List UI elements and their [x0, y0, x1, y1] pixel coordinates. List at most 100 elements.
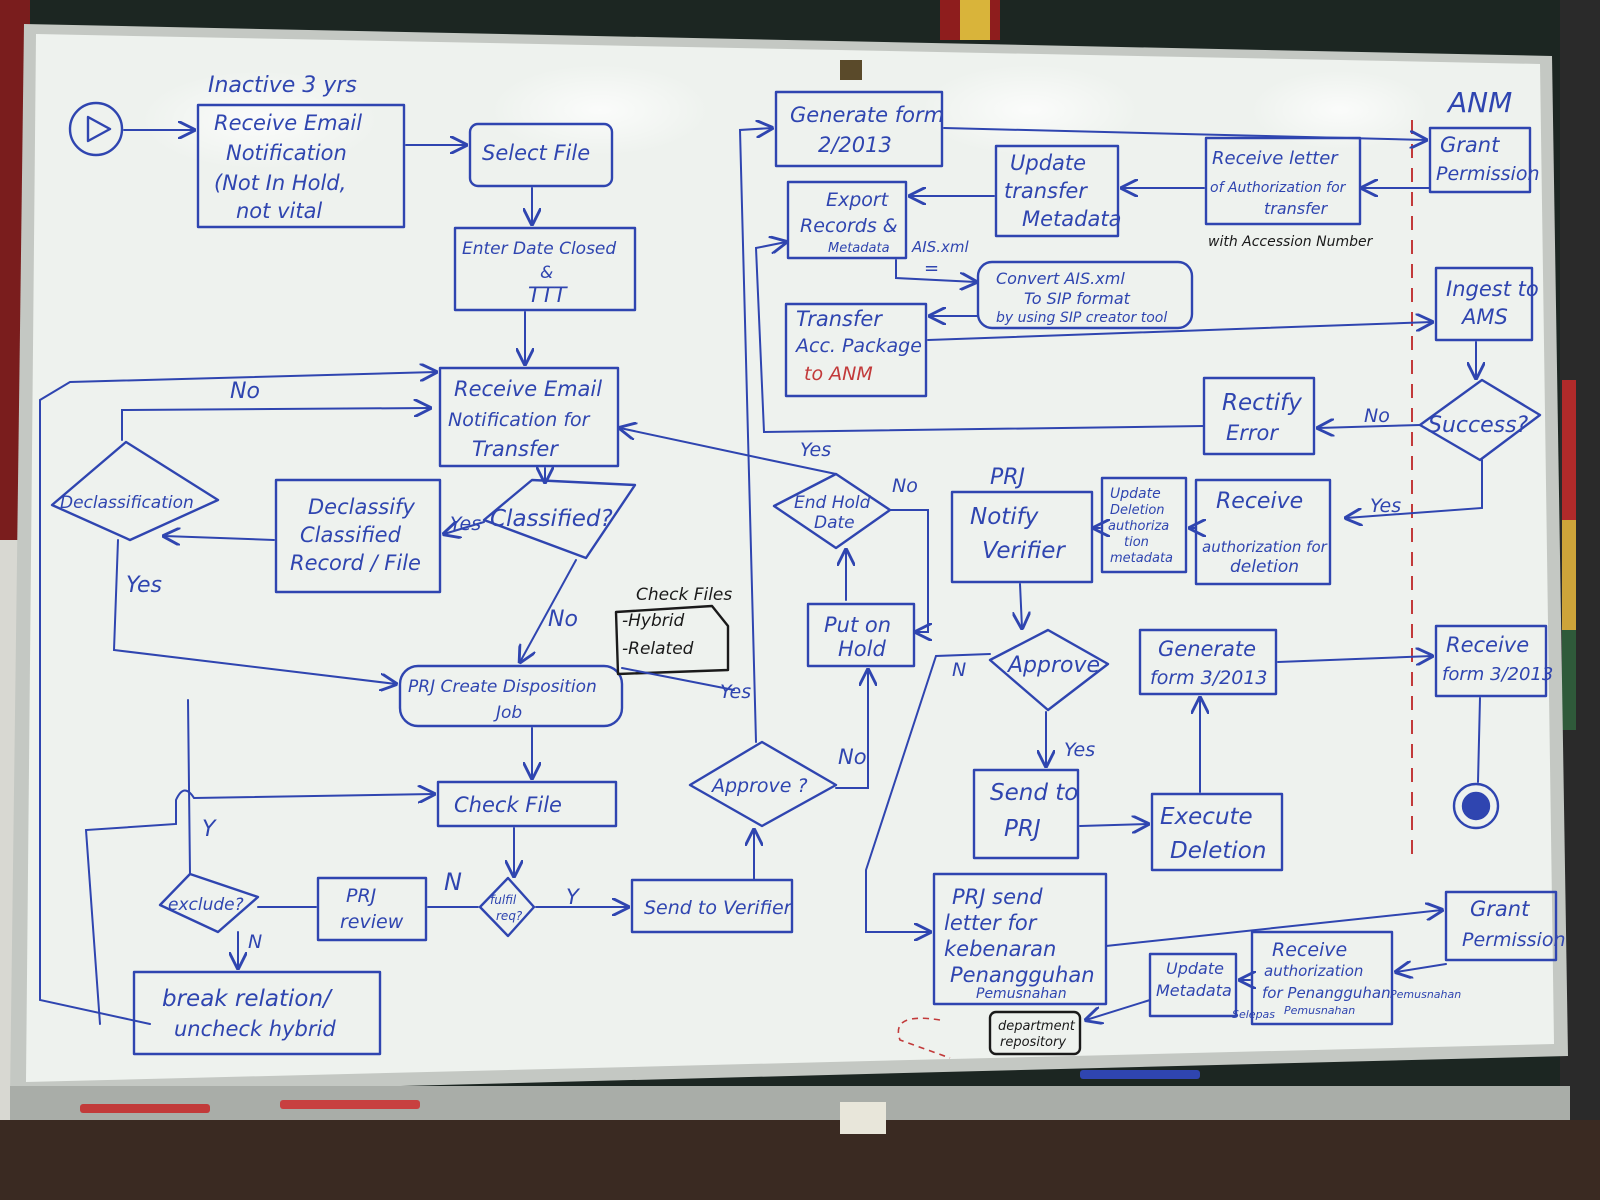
edge-transfer-ingest — [927, 322, 1432, 341]
node-update-deletion-l2: authoriza — [1108, 519, 1169, 534]
node-declassify-l2: Record / File — [290, 551, 421, 575]
glare-1 — [140, 70, 380, 170]
edge-success-yes — [1346, 459, 1483, 518]
node-prj-send-letter-l4: Pemusnahan — [976, 986, 1067, 1002]
node-update-metadata-l0: Update — [1166, 959, 1224, 978]
box-prj-send-letter — [932, 872, 1108, 1006]
glare-3 — [920, 64, 1140, 156]
diamond-declassification — [50, 440, 220, 542]
edge-receive3-end — [1477, 697, 1481, 783]
label-check-files-l1: -Hybrid — [622, 611, 684, 631]
edge-label-yes-decl: Yes — [126, 573, 162, 598]
edge-grant2-receive — [1396, 964, 1447, 972]
node-enter-date-l2: TTT — [528, 283, 569, 307]
node-enter-date-l1: & — [540, 263, 553, 283]
node-receive-email-1-l2: (Not In Hold, — [214, 171, 346, 195]
edge-send-execute — [1079, 824, 1148, 826]
label-ais-xml: AIS.xml — [911, 238, 969, 256]
node-grant-permission-1-l1: Permission — [1436, 163, 1540, 185]
node-update-transfer-l1: transfer — [1004, 179, 1088, 203]
box-update-metadata — [1148, 952, 1238, 1018]
box-grant-permission-1 — [1428, 126, 1532, 194]
node-prj-review-l1: review — [340, 911, 404, 933]
node-approve-1: Approve ? — [710, 775, 808, 797]
edge-letter-grant2 — [1105, 910, 1442, 947]
node-generate-form-2-l1: 2/2013 — [818, 133, 892, 157]
node-approve-2: Approve — [1006, 653, 1100, 678]
node-enter-date-l0: Enter Date Closed — [462, 239, 616, 259]
edge-label-no-classified: No — [548, 607, 578, 632]
magnet — [840, 60, 862, 80]
label-check-files-l2: -Related — [622, 639, 694, 659]
edge-exclude-check — [187, 699, 191, 875]
box-convert-ais — [976, 260, 1194, 330]
box-receive-email-1 — [196, 103, 406, 229]
box-check-files-note — [614, 604, 730, 676]
node-ingest-ams-l0: Ingest to — [1446, 277, 1539, 301]
node-send-verifier: Send to Verifier — [644, 897, 793, 919]
node-receive-email-1-l1: Notification — [226, 141, 347, 165]
edge-declassification-yes — [112, 539, 396, 684]
node-receive-email-1-l0: Receive Email — [214, 111, 362, 135]
node-update-deletion-l1: Deletion — [1110, 503, 1165, 518]
box-receive-email-2 — [438, 366, 620, 468]
end-node-fill — [1461, 791, 1491, 821]
node-prj-send-letter-l0: PRJ send — [952, 885, 1043, 909]
glare-2 — [490, 64, 710, 156]
box-transfer-acc — [784, 302, 928, 398]
node-update-deletion-l0: Update — [1110, 486, 1161, 502]
wall-strip-yellow — [960, 0, 990, 40]
edge-rectify-export — [754, 242, 1205, 434]
node-put-on-hold-l1: Hold — [838, 637, 886, 661]
edge-generate-receive3 — [1277, 656, 1432, 662]
node-update-transfer-l2: Metadata — [1022, 207, 1121, 231]
node-export-records-l0: Export — [826, 189, 890, 211]
edge-declassification-no — [121, 408, 430, 441]
label-equals: = — [924, 258, 939, 279]
label-inactive: Inactive 3 yrs — [208, 73, 357, 98]
start-play-icon — [86, 115, 112, 143]
node-select-file: Select File — [482, 141, 590, 165]
node-classified: Classified? — [490, 506, 613, 532]
node-convert-ais-l2: by using SIP creator tool — [996, 310, 1167, 326]
node-export-records-l2: Metadata — [828, 241, 890, 256]
side-red-right — [1562, 380, 1576, 520]
node-transfer-acc-l1: Acc. Package — [794, 335, 922, 357]
node-check-file: Check File — [454, 793, 562, 817]
edge-label-y-fulfil: Y — [566, 885, 581, 909]
box-send-prj — [972, 768, 1080, 860]
box-receive-form-3 — [1434, 624, 1548, 698]
node-grant-permission-1-l0: Grant — [1440, 133, 1500, 157]
marker-red-2 — [280, 1100, 420, 1109]
node-prj-review-l0: PRJ — [346, 885, 377, 907]
box-send-verifier — [630, 878, 794, 934]
label-dept-l2: repository — [1000, 1035, 1066, 1050]
box-notify-verifier — [950, 490, 1094, 584]
edge-label-yes-classified: Yes — [450, 513, 481, 535]
node-put-on-hold-l0: Put on — [824, 613, 891, 637]
edge-label-no-success: No — [1364, 405, 1390, 427]
node-create-disposition-l0: PRJ Create Disposition — [408, 677, 597, 697]
node-receive-letter-l2: transfer — [1264, 199, 1329, 218]
box-put-on-hold — [806, 602, 916, 668]
edge-success-rectify — [1318, 425, 1421, 428]
end-node — [1452, 782, 1500, 830]
label-prj-top: PRJ — [990, 465, 1025, 490]
edge-label-no-top: No — [230, 379, 260, 404]
start-node — [68, 101, 124, 157]
glare-4 — [1250, 70, 1430, 150]
node-update-metadata-l1: Metadata — [1156, 981, 1232, 1000]
edge-endhold-yes — [620, 428, 837, 475]
edge-label-n-approve2: N — [952, 659, 966, 681]
node-generate-form-2-l0: Generate form — [790, 103, 944, 127]
node-fulfil-l0: fulfil — [490, 893, 517, 907]
edge-label-n-fulfil: N — [444, 868, 462, 896]
node-execute-deletion-l1: Deletion — [1170, 838, 1266, 864]
edge-label-no-approve: No — [838, 745, 867, 769]
node-prj-send-letter-l3: Penangguhan — [950, 963, 1095, 987]
node-receive-form-3-l1: form 3/2013 — [1442, 664, 1553, 685]
box-execute-deletion — [1150, 792, 1284, 872]
box-grant-permission-2 — [1444, 890, 1558, 962]
node-receive-form-3-l0: Receive — [1446, 633, 1529, 657]
node-receive-letter-l1: of Authorization for — [1210, 180, 1347, 196]
